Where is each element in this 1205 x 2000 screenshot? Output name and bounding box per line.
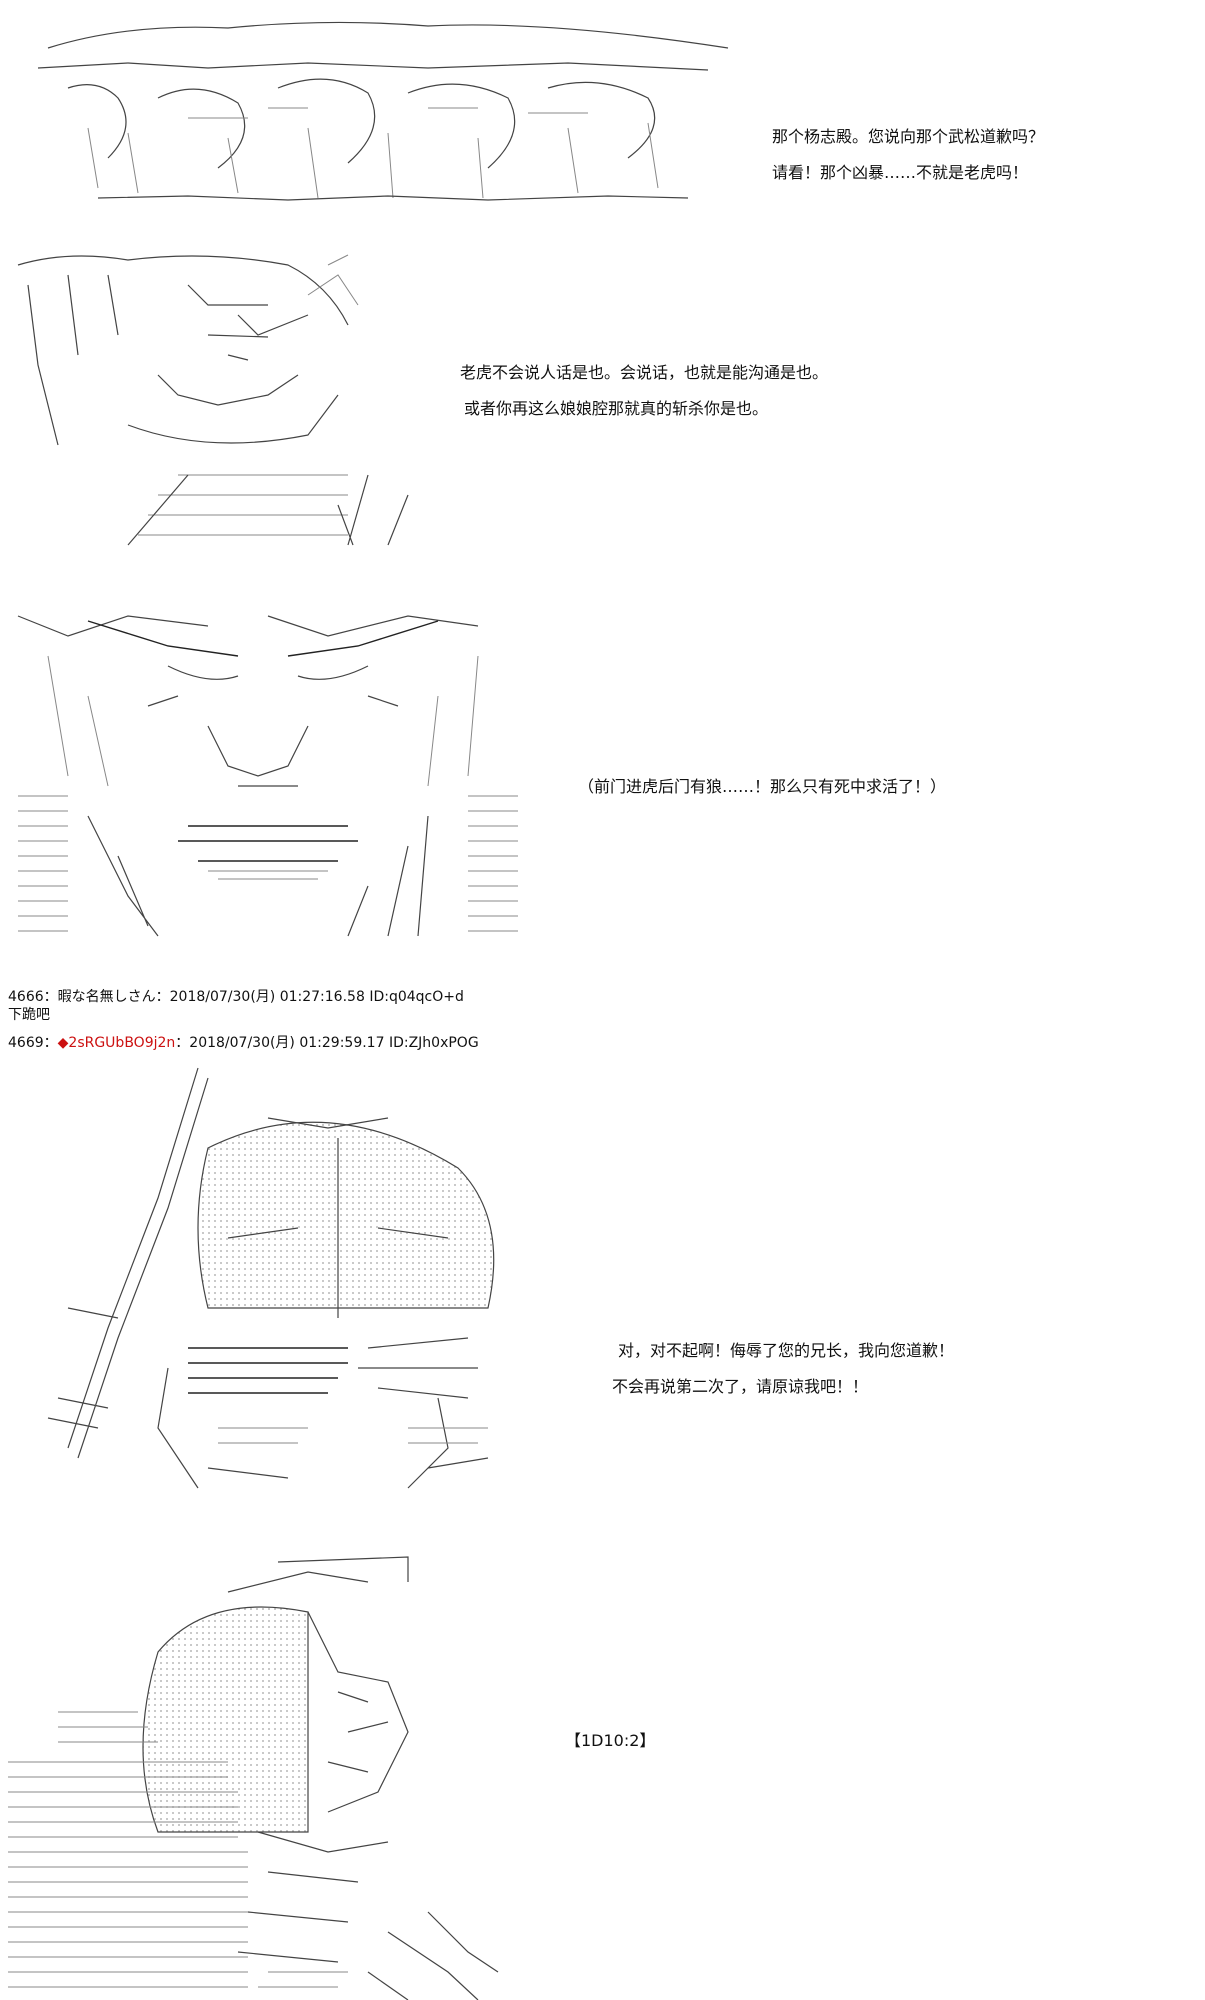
post-number: 4666: [8, 989, 44, 1005]
post-author: 暇な名無しさん: [57, 989, 156, 1005]
post-id: ID:q04qcO+d: [369, 989, 464, 1005]
post-date: ：2018/07/30(月) 01:27:16.58: [155, 989, 365, 1005]
post-separator: ：: [43, 1035, 58, 1051]
dialogue-line: 请看！那个凶暴……不就是老虎吗！: [772, 163, 1029, 182]
panel-2-art: [8, 245, 448, 555]
post-date: ：2018/07/30(月) 01:29:59.17: [175, 1035, 385, 1051]
post-header: 4666：暇な名無しさん：2018/07/30(月) 01:27:16.58 I…: [8, 988, 464, 1006]
dialogue-line: 那个杨志殿。您说向那个武松道歉吗？: [772, 127, 1045, 146]
post-separator: ：: [43, 989, 58, 1005]
panel-4-dialogue: 对，对不起啊！侮辱了您的兄长，我向您道歉！ 不会再说第二次了，请原谅我吧！！: [612, 1340, 954, 1412]
dialogue-line: 对，对不起啊！侮辱了您的兄长，我向您道歉！: [618, 1341, 955, 1360]
angry-face-ascii-art: [17, 615, 518, 937]
post-body: 下跪吧: [8, 1006, 50, 1024]
panel-1-art: [8, 8, 748, 208]
closeup-character-ascii-art: [8, 1556, 499, 2000]
dialogue-line: 老虎不会说人话是也。会说话，也就是能沟通是也。: [460, 363, 829, 382]
panel-4-art: [8, 1067, 568, 1508]
dialogue-line: 或者你再这么娘娘腔那就真的斩杀你是也。: [464, 399, 769, 418]
bowing-character-ascii-art: [47, 1067, 495, 1489]
samurai-ascii-art: [17, 254, 409, 546]
post-header: 4669：◆2sRGUbBO9j2n：2018/07/30(月) 01:29:5…: [8, 1034, 479, 1052]
panel-1-dialogue: 那个杨志殿。您说向那个武松道歉吗？ 请看！那个凶暴……不就是老虎吗！: [772, 126, 1044, 198]
dialogue-line: 不会再说第二次了，请原谅我吧！！: [612, 1377, 869, 1396]
dice-roll-result: 【1D10:2】: [565, 1731, 656, 1750]
panel-3-dialogue: （前门进虎后门有狼……！那么只有死中求活了！）: [578, 776, 946, 812]
panel-2-dialogue: 老虎不会说人话是也。会说话，也就是能沟通是也。 或者你再这么娘娘腔那就真的斩杀你…: [460, 362, 828, 434]
panel-5-dialogue: 【1D10:2】: [565, 1730, 655, 1766]
post-id: ID:ZJh0xPOG: [388, 1035, 479, 1051]
dialogue-line: （前门进虎后门有狼……！那么只有死中求活了！）: [578, 777, 947, 796]
panel-5-art: [8, 1552, 528, 2000]
post-number: 4669: [8, 1035, 44, 1051]
post-text: 下跪吧: [8, 1007, 50, 1023]
post-trip: ◆2sRGUbBO9j2n: [57, 1035, 176, 1051]
panel-3-art: [8, 596, 528, 956]
crowd-ascii-art: [37, 21, 729, 201]
